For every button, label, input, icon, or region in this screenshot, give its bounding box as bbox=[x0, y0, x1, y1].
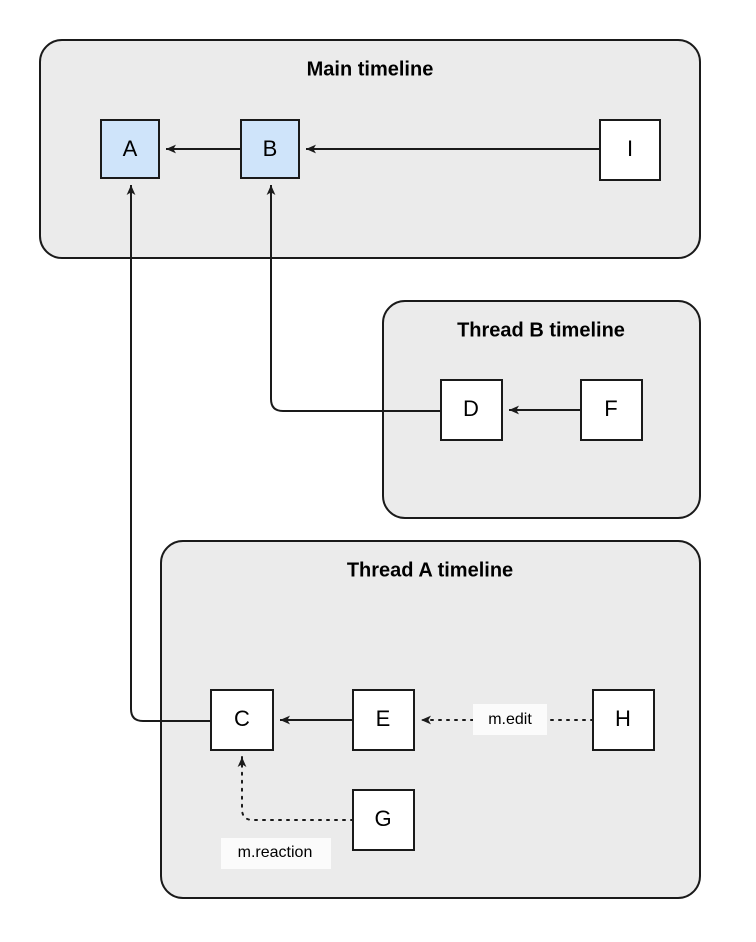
node-I[interactable]: I bbox=[599, 119, 661, 181]
node-B[interactable]: B bbox=[240, 119, 300, 179]
node-A[interactable]: A bbox=[100, 119, 160, 179]
edge-label-m-edit-bg bbox=[473, 704, 547, 735]
node-G-box[interactable] bbox=[352, 789, 415, 851]
node-I-box[interactable] bbox=[599, 119, 661, 181]
node-C[interactable]: C bbox=[210, 689, 274, 751]
node-D-label: D bbox=[463, 396, 479, 421]
edge-label-m-edit: m.edit bbox=[488, 711, 532, 728]
group-main-timeline-title: Main timeline bbox=[307, 58, 434, 80]
node-B-label: B bbox=[263, 136, 278, 161]
node-D[interactable]: D bbox=[440, 379, 503, 441]
node-E-label: E bbox=[376, 706, 391, 731]
group-thread-a-timeline-title: Thread A timeline bbox=[347, 559, 513, 581]
node-A-box[interactable] bbox=[100, 119, 160, 179]
node-G-label: G bbox=[374, 806, 391, 831]
node-E[interactable]: E bbox=[352, 689, 415, 751]
node-A-label: A bbox=[123, 136, 138, 161]
node-C-box[interactable] bbox=[210, 689, 274, 751]
group-thread-b-timeline-title: Thread B timeline bbox=[457, 319, 625, 341]
edge-D-to-B bbox=[266, 185, 441, 412]
node-H-label: H bbox=[615, 706, 631, 731]
node-G[interactable]: G bbox=[352, 789, 415, 851]
node-C-label: C bbox=[234, 706, 250, 731]
edge-label-m-reaction-bg bbox=[221, 838, 331, 869]
node-F-box[interactable] bbox=[580, 379, 643, 441]
edge-layer bbox=[126, 144, 600, 821]
node-H-box[interactable] bbox=[592, 689, 655, 751]
node-B-box[interactable] bbox=[240, 119, 300, 179]
edge-label-layer: m.edit m.reaction bbox=[221, 704, 547, 869]
node-F[interactable]: F bbox=[580, 379, 643, 441]
node-F-label: F bbox=[604, 396, 617, 421]
node-I-label: I bbox=[627, 136, 633, 161]
edge-C-to-A bbox=[126, 185, 211, 722]
node-layer: A B I D F C bbox=[100, 119, 661, 851]
node-E-box[interactable] bbox=[352, 689, 415, 751]
node-D-box[interactable] bbox=[440, 379, 503, 441]
edge-label-m-reaction: m.reaction bbox=[238, 844, 313, 861]
node-H[interactable]: H bbox=[592, 689, 655, 751]
